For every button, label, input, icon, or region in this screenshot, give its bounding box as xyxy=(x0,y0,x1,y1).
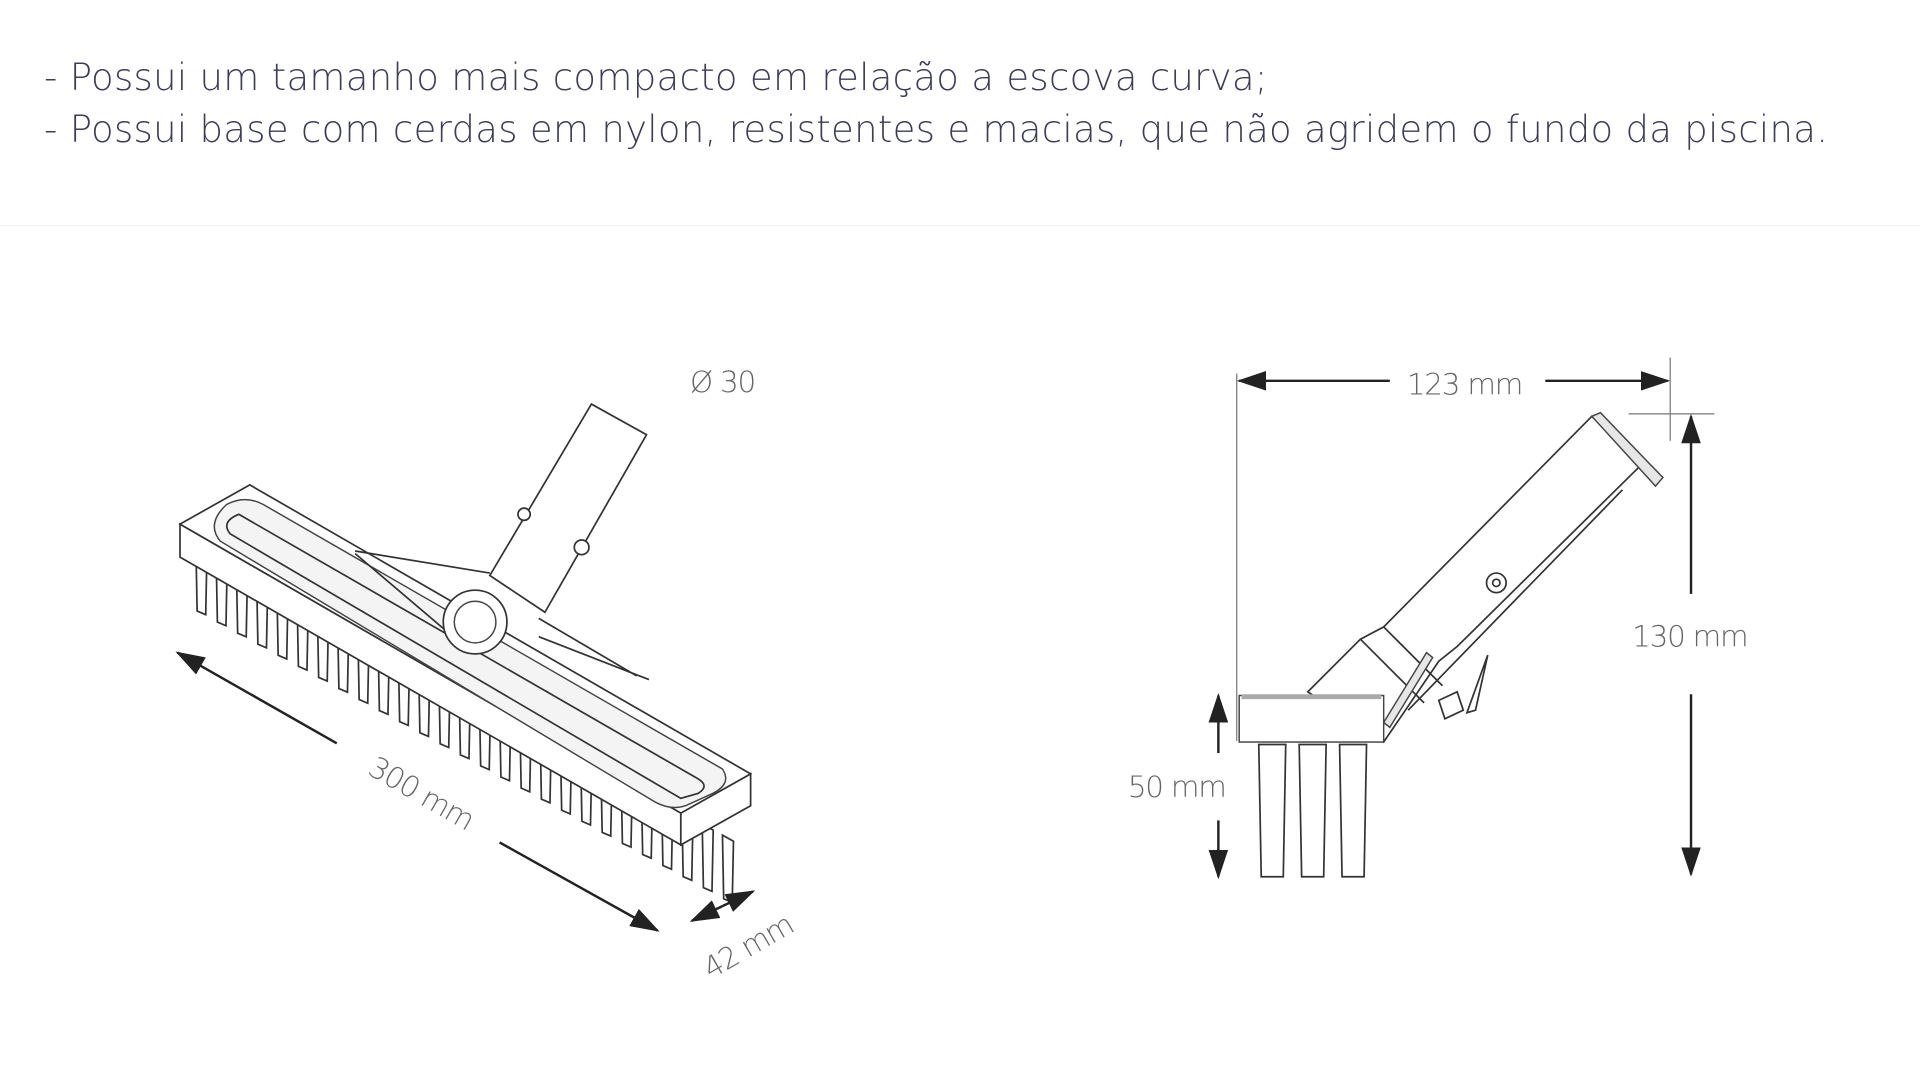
feature-list: - Possui um tamanho mais compacto em rel… xyxy=(44,52,1828,156)
brush-side-drawing: 123 mm 130 mm 50 mm xyxy=(1128,357,1749,880)
side-height-label: 130 mm xyxy=(1632,620,1747,654)
brush-isometric-drawing: 300 mm 42 mm Ø 30 xyxy=(175,365,799,986)
bristle-height-label: 50 mm xyxy=(1128,770,1226,804)
bristle xyxy=(721,833,735,904)
width-dimension-label: 42 mm xyxy=(697,907,799,985)
divider xyxy=(0,225,1920,226)
side-width-label: 123 mm xyxy=(1407,367,1522,401)
diameter-label: Ø 30 xyxy=(690,365,755,399)
feature-item: - Possui base com cerdas em nylon, resis… xyxy=(44,108,1829,151)
bristle xyxy=(701,822,715,893)
feature-item: - Possui um tamanho mais compacto em rel… xyxy=(44,56,1268,99)
length-dimension-label: 300 mm xyxy=(363,750,480,837)
